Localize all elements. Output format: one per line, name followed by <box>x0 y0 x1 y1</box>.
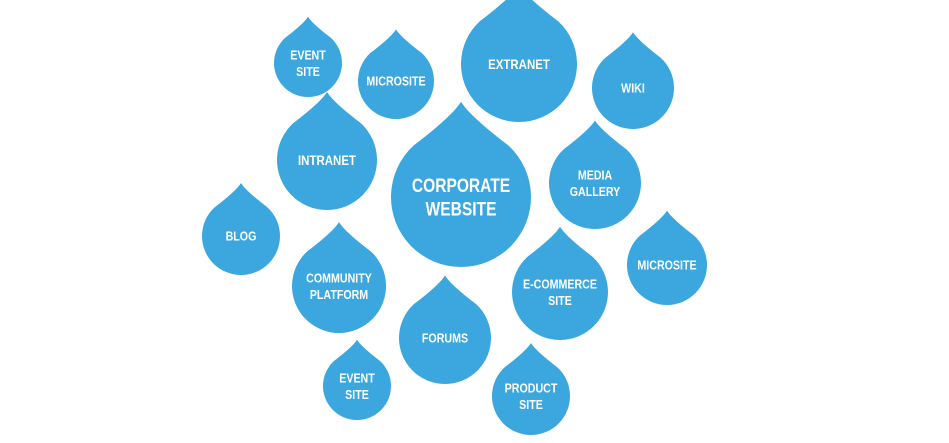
drop-label: EXTRANET <box>488 56 550 72</box>
drop-extranet: EXTRANET <box>461 0 577 123</box>
drop-shape <box>512 226 608 340</box>
drop-label: MICROSITE <box>637 258 696 273</box>
drop-microsite-right: MICROSITE <box>627 210 707 305</box>
drop-shape <box>323 339 392 420</box>
drop-label: CORPORATE <box>412 174 510 196</box>
drop-label: EVENT <box>339 371 375 386</box>
drop-microsite-top: MICROSITE <box>358 29 434 119</box>
drop-shape <box>592 32 675 130</box>
drop-label: MICROSITE <box>366 74 425 89</box>
drop-label: PRODUCT <box>505 381 558 396</box>
drop-label: BLOG <box>226 229 257 244</box>
drop-label: GALLERY <box>570 184 621 199</box>
drop-blog: BLOG <box>202 182 280 275</box>
drop-shape <box>202 182 280 275</box>
drop-label: SITE <box>296 64 320 79</box>
drop-shape <box>292 222 386 333</box>
drop-label: SITE <box>548 293 572 308</box>
drop-label: WIKI <box>621 81 645 96</box>
drop-label: SITE <box>345 387 369 402</box>
drop-shape <box>549 120 641 229</box>
drop-label: COMMUNITY <box>306 271 372 286</box>
drop-wiki: WIKI <box>592 32 675 130</box>
drop-shape <box>492 342 571 435</box>
drop-shape <box>627 210 707 305</box>
drop-label: PLATFORM <box>310 287 368 302</box>
drop-shape <box>277 92 377 210</box>
drop-label: EVENT <box>290 48 326 63</box>
drop-label: MEDIA <box>578 168 613 183</box>
drop-shape <box>358 29 434 119</box>
drop-label: INTRANET <box>298 152 356 168</box>
drop-shape <box>461 0 577 123</box>
drop-forums: FORUMS <box>399 275 492 384</box>
drop-label: WEBSITE <box>426 198 497 220</box>
drop-label: E-COMMERCE <box>523 277 597 292</box>
drop-label: FORUMS <box>422 331 468 346</box>
drop-shape <box>273 16 342 98</box>
drop-shape <box>399 275 492 384</box>
drop-intranet: INTRANET <box>277 92 377 210</box>
drop-label: SITE <box>519 397 543 412</box>
drop-shape <box>391 101 531 267</box>
